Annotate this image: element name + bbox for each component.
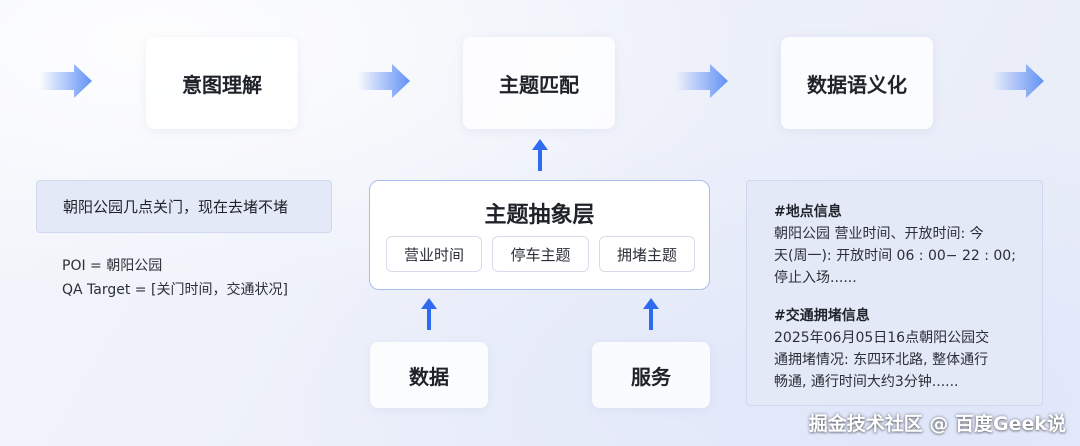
step-topic-matching: 主题匹配 <box>463 37 615 129</box>
step-label: 意图理解 <box>182 72 262 97</box>
flow-arrow-icon <box>40 64 92 98</box>
data-source-label: 数据 <box>409 364 449 389</box>
service-source-label: 服务 <box>631 364 671 389</box>
service-source-box: 服务 <box>592 342 710 408</box>
poi-line: POI = 朝阳公园 <box>62 258 163 274</box>
traffic-info-title: #交通拥堵信息 <box>774 308 870 324</box>
watermark: 掘金技术社区 @ 百度Geek说 <box>808 413 1066 435</box>
up-arrow-icon <box>421 298 437 330</box>
qa-target-line: QA Target = [关门时间，交通状况] <box>62 282 288 298</box>
up-arrow-icon <box>643 298 659 330</box>
user-query-text: 朝阳公园几点关门，现在去堵不堵 <box>63 198 289 216</box>
topic-chip-label: 停车主题 <box>510 245 571 264</box>
topic-abstraction-panel: 主题抽象层 营业时间 停车主题 拥堵主题 <box>369 180 710 290</box>
step-data-semantization: 数据语义化 <box>781 37 933 129</box>
location-info-title: #地点信息 <box>774 204 842 220</box>
data-source-box: 数据 <box>370 342 488 408</box>
topic-chip-label: 拥堵主题 <box>616 245 677 264</box>
traffic-info-body: 2025年06月05日16点朝阳公园交 通拥堵情况: 东四环北路, 整体通行 畅… <box>774 330 990 390</box>
up-arrow-icon <box>532 139 548 171</box>
location-info-body: 朝阳公园 营业时间、开放时间: 今 天(周一): 开放时间 06 : 00− 2… <box>774 226 1016 286</box>
topic-chip-business-hours: 营业时间 <box>386 236 482 272</box>
step-label: 数据语义化 <box>807 72 907 97</box>
topic-chip-congestion: 拥堵主题 <box>599 236 695 272</box>
flow-arrow-icon <box>676 64 728 98</box>
step-intent-understanding: 意图理解 <box>146 37 298 129</box>
flow-arrow-icon <box>358 64 410 98</box>
topic-chip-label: 营业时间 <box>403 245 464 264</box>
abstraction-layer-title: 主题抽象层 <box>484 203 595 228</box>
user-query-box: 朝阳公园几点关门，现在去堵不堵 <box>36 180 332 233</box>
semantic-output-panel: #地点信息 朝阳公园 营业时间、开放时间: 今 天(周一): 开放时间 06 :… <box>746 180 1043 406</box>
section-divider <box>774 289 1028 305</box>
step-label: 主题匹配 <box>499 72 579 97</box>
topic-chip-parking: 停车主题 <box>492 236 589 272</box>
flow-arrow-icon <box>992 64 1044 98</box>
